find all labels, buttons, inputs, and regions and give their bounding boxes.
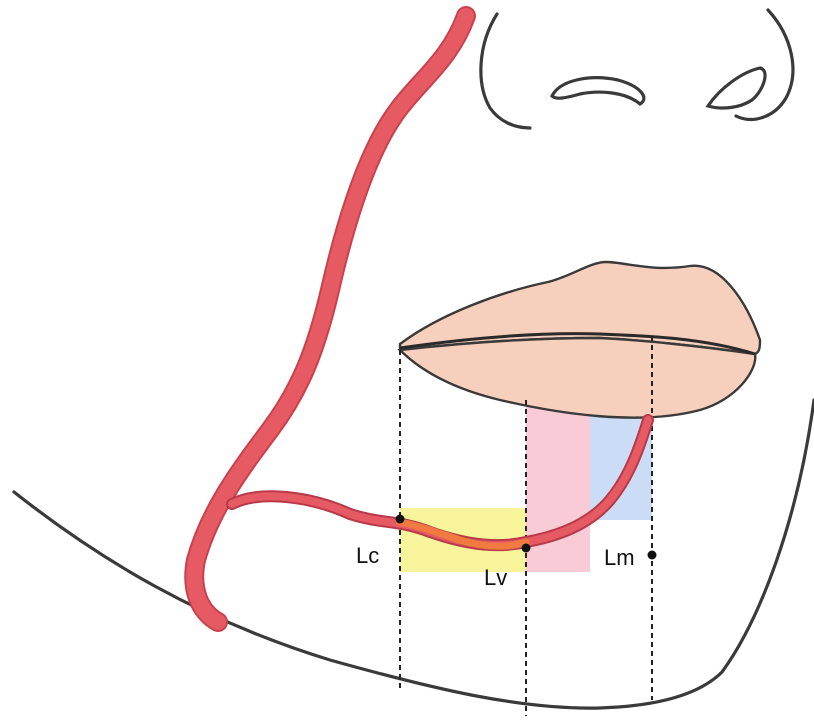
- point-lm: [648, 551, 657, 560]
- label-lm: Lm: [604, 545, 635, 570]
- nostril-right: [708, 68, 765, 108]
- lips: [400, 262, 760, 418]
- nostril-left: [552, 78, 644, 104]
- lower-lip: [400, 338, 755, 418]
- label-lc: Lc: [356, 543, 379, 568]
- point-lv: [522, 544, 531, 553]
- label-lv: Lv: [484, 565, 507, 590]
- point-lc: [396, 515, 405, 524]
- nose-outline: [481, 10, 793, 128]
- nose-left-contour: [481, 14, 530, 128]
